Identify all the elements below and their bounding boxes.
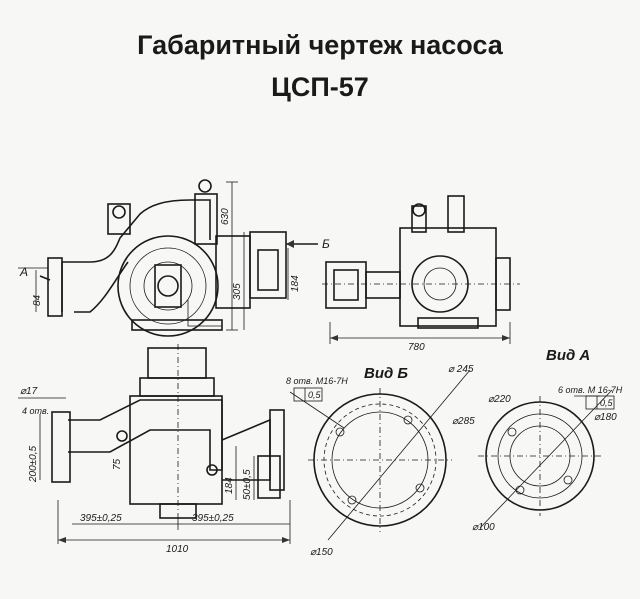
dim-630: 630 <box>220 208 231 225</box>
view-a-d100: ⌀100 <box>472 522 495 533</box>
pump-model: ЦСП-57 <box>271 72 369 102</box>
view-b-d245: ⌀ 245 <box>448 364 474 375</box>
view-a-label: Вид А <box>546 347 590 364</box>
view-b-holes: 8 отв. М16-7Н <box>286 376 348 386</box>
section-a-label: А <box>19 265 28 279</box>
view-b-d285: ⌀285 <box>452 416 475 427</box>
front-view: 630 305 184 84 А Б <box>18 179 330 337</box>
section-b-label: Б <box>322 237 330 251</box>
dim-184-top: 184 <box>290 275 301 292</box>
dim-50: 50±0,5 <box>242 469 253 500</box>
plan-view: ⌀17 4 отв. 200±0,5 75 184 50±0,5 395±0,2… <box>18 344 291 555</box>
view-b-d150: ⌀150 <box>310 547 333 558</box>
view-a-holes: 6 отв. М 16-7Н <box>558 385 623 395</box>
dim-84: 84 <box>32 294 43 306</box>
view-a-d180: ⌀180 <box>594 412 617 423</box>
dim-395-right: 395±0,25 <box>192 513 234 524</box>
dim-305: 305 <box>232 283 243 300</box>
view-b-label: Вид Б <box>364 365 408 382</box>
dim-184-bottom: 184 <box>224 477 235 494</box>
dim-200: 200±0,5 <box>28 445 39 483</box>
dim-4-holes: 4 отв. <box>22 406 49 416</box>
view-a-tolerance: 0,5 <box>600 398 614 408</box>
view-a: Вид А 6 отв. М 16-7Н 0,5 ⌀220 ⌀180 ⌀100 <box>472 347 623 533</box>
dim-395-left: 395±0,25 <box>80 513 122 524</box>
dim-75: 75 <box>112 458 123 470</box>
dim-d17: ⌀17 <box>20 386 38 397</box>
view-b-tolerance: 0,5 <box>308 390 322 400</box>
drawing-title: Габаритный чертеж насоса <box>137 30 503 60</box>
dim-780: 780 <box>408 342 425 353</box>
view-a-d220: ⌀220 <box>488 394 511 405</box>
view-b: Вид Б 8 отв. М16-7Н 0,5 ⌀ 245 ⌀285 ⌀150 <box>286 364 475 558</box>
dim-1010: 1010 <box>166 544 189 555</box>
side-view: 780 <box>322 195 520 353</box>
